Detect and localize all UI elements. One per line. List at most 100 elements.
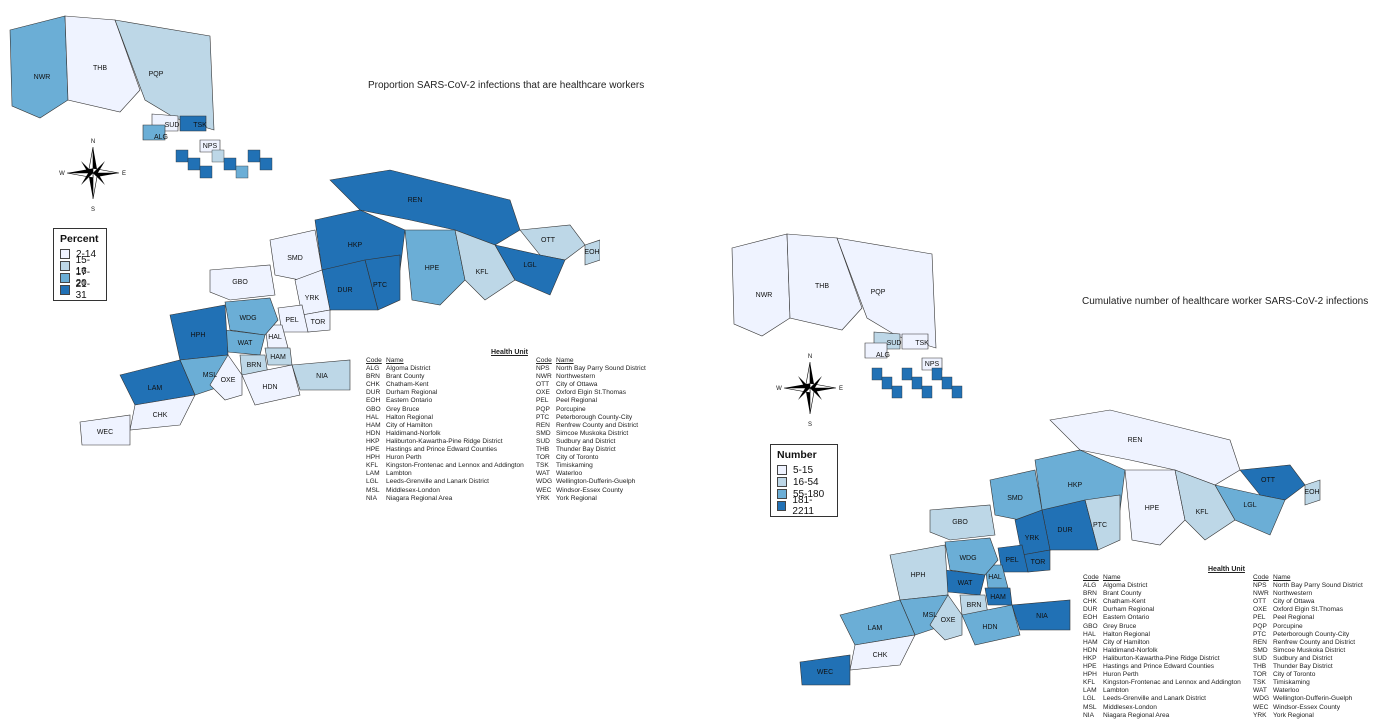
health-unit-name: York Regional <box>1273 711 1314 719</box>
health-unit-code: CHK <box>366 381 380 389</box>
health-unit-name: North Bay Parry Sound District <box>556 365 646 373</box>
health-unit-code: WAT <box>1253 687 1267 695</box>
region-label-ott: OTT <box>1261 477 1276 484</box>
health-unit-name: Oxford Elgin St.Thomas <box>1273 606 1343 614</box>
health-unit-code: EOH <box>1083 614 1098 622</box>
code-header: Code <box>536 357 552 364</box>
health-unit-code: OXE <box>536 389 550 397</box>
health-unit-code: PTC <box>536 413 550 421</box>
health-unit-name: Northwestern <box>556 373 596 381</box>
region-label-wec: WEC <box>817 669 833 676</box>
region-label-hpe: HPE <box>425 265 440 272</box>
health-unit-code: TSK <box>536 462 549 470</box>
region-thb <box>64 15 141 113</box>
health-unit-code: SUD <box>1253 654 1267 662</box>
health-unit-name: Eastern Ontario <box>1103 614 1150 622</box>
region-label-yrk: YRK <box>305 295 320 302</box>
region-label-nia: NIA <box>316 373 328 380</box>
health-unit-name: Peterborough County-City <box>1273 630 1350 638</box>
region-label-sud: SUD <box>887 340 902 347</box>
region-eoh <box>584 239 600 266</box>
region-label-hpe: HPE <box>1145 505 1160 512</box>
health-unit-name: Peterborough County-City <box>556 413 633 421</box>
health-unit-name: Lambton <box>386 470 412 478</box>
region-kfl <box>454 229 516 301</box>
health-unit-name: Kingston-Frontenac and Lennox and Adding… <box>1103 679 1241 687</box>
health-unit-code: BRN <box>366 373 380 381</box>
compass-n-label: N <box>91 139 95 145</box>
left-legend-label: 21-31 <box>75 279 91 301</box>
region-label-hdn: HDN <box>982 624 997 631</box>
health-unit-name: Leeds-Grenville and Lanark District <box>1103 695 1206 703</box>
region-wdg <box>224 297 279 336</box>
region-label-tor: TOR <box>311 319 326 326</box>
health-unit-row: EOH Eastern Ontario <box>1083 614 1241 622</box>
left-legend-label: 17-20 <box>75 267 91 289</box>
region-nia <box>1011 599 1071 631</box>
health-unit-name: Peel Regional <box>556 397 598 405</box>
region-label-ott: OTT <box>541 237 556 244</box>
region-label-ren: REN <box>408 197 423 204</box>
name-header: Name <box>1273 574 1291 581</box>
health-unit-code: HPH <box>366 454 380 462</box>
health-unit-name: Hastings and Prince Edward Counties <box>1103 663 1215 671</box>
health-unit-name: City of Hamilton <box>386 421 433 429</box>
region-label-thb: THB <box>815 283 829 290</box>
health-unit-code: YRK <box>536 494 550 502</box>
right-legend-item: 55-180 <box>777 488 831 500</box>
health-unit-name: Wellington-Dufferin-Guelph <box>1273 695 1353 703</box>
region-lgl <box>494 244 566 296</box>
health-unit-code: LAM <box>1083 687 1097 695</box>
region-label-nps: NPS <box>203 143 218 150</box>
health-unit-code: PEL <box>1253 614 1266 622</box>
region-label-ptc: PTC <box>1093 522 1107 529</box>
region-label-wat: WAT <box>238 340 253 347</box>
region-label-ham: HAM <box>270 354 286 361</box>
health-unit-code: HDN <box>366 429 381 437</box>
region-eoh <box>1304 479 1321 506</box>
health-unit-name: City of Ottawa <box>1273 598 1315 606</box>
health-unit-name: Wellington-Dufferin-Guelph <box>556 478 636 486</box>
region-label-hph: HPH <box>191 332 206 339</box>
region-alg <box>142 124 166 141</box>
region-label-wat: WAT <box>958 580 973 587</box>
health-unit-name: North Bay Parry Sound District <box>1273 582 1363 590</box>
health-unit-code: KFL <box>1083 679 1096 687</box>
health-unit-code: OTT <box>536 381 550 389</box>
health-unit-code: HAM <box>366 421 381 429</box>
health-unit-name: Huron Perth <box>1103 671 1139 679</box>
region-label-smd: SMD <box>287 255 303 262</box>
health-unit-name: Leeds-Grenville and Lanark District <box>386 478 489 486</box>
region-label-brn: BRN <box>967 602 982 609</box>
health-unit-code: GBO <box>1083 622 1098 630</box>
health-unit-name: Halton Regional <box>1103 630 1150 638</box>
health-unit-title: Health Unit <box>491 349 528 356</box>
health-unit-name: Haldimand-Norfolk <box>1103 646 1158 654</box>
health-unit-code: HAL <box>366 413 379 421</box>
region-label-oxe: OXE <box>941 617 956 624</box>
health-unit-name: Waterloo <box>556 470 583 478</box>
right-legend-swatch <box>777 489 787 499</box>
